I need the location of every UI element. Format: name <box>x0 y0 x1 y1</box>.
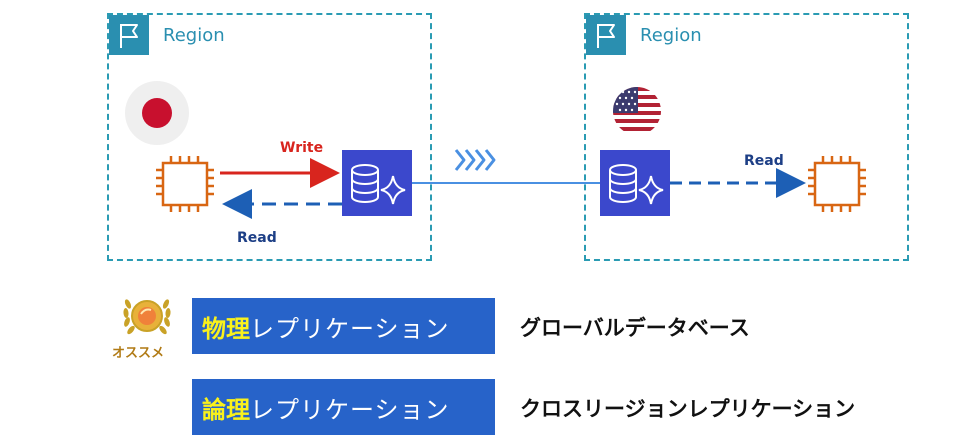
logical-replication-pill: 論理 レプリケーション <box>192 379 495 435</box>
read-label-japan: Read <box>237 230 277 246</box>
cross-region-replication-label: クロスリージョンレプリケーション <box>520 397 856 421</box>
global-database-label: グローバルデータベース <box>520 316 750 340</box>
region-flag-icon <box>109 15 149 55</box>
logical-keyword: 論理 <box>202 395 250 424</box>
replication-text: レプリケーション <box>250 395 450 424</box>
physical-replication-pill: 物理 レプリケーション <box>192 298 495 354</box>
recommend-badge: オススメ <box>112 292 182 361</box>
replication-text: レプリケーション <box>250 314 450 343</box>
region-label: Region <box>640 25 702 46</box>
region-box-us: Region <box>584 13 909 261</box>
replication-chevrons-icon <box>454 149 496 171</box>
database-icon-us <box>600 150 670 216</box>
recommend-label: オススメ <box>112 346 165 361</box>
read-label-us: Read <box>744 153 784 169</box>
database-icon-japan <box>342 150 412 216</box>
region-label: Region <box>163 25 225 46</box>
us-flag-icon <box>613 87 661 135</box>
region-box-japan: Region <box>107 13 432 261</box>
write-label: Write <box>280 140 324 156</box>
recommend-medal-icon <box>123 299 171 335</box>
physical-keyword: 物理 <box>202 314 250 343</box>
compute-instance-icon-us <box>808 156 866 212</box>
replication-diagram <box>125 81 866 219</box>
region-flag-icon <box>586 15 626 55</box>
compute-instance-icon-japan <box>156 156 214 212</box>
japan-flag-icon <box>125 81 189 145</box>
